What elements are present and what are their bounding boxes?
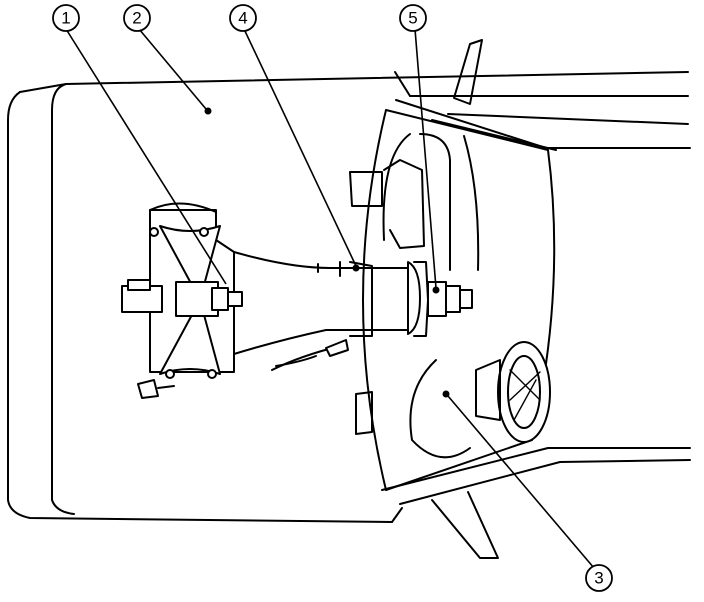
callout-3-label: 3 [594, 569, 603, 588]
transmission-yoke-1 [121, 202, 243, 399]
callout-4: 4 [229, 4, 257, 32]
callout-1: 1 [52, 4, 80, 32]
callout-4-label: 4 [238, 9, 247, 28]
flange-yoke-5 [407, 261, 473, 337]
leader-lines [65, 28, 595, 569]
callout-2-label: 2 [132, 9, 141, 28]
crossmember-upper [395, 39, 691, 151]
wheel-hub [475, 341, 551, 443]
propeller-shaft [233, 251, 411, 371]
leader-dots [204, 107, 450, 398]
callout-3: 3 [585, 564, 613, 592]
callout-5: 5 [399, 4, 427, 32]
callout-5-label: 5 [408, 9, 417, 28]
callout-1-label: 1 [61, 9, 70, 28]
callout-2: 2 [123, 4, 151, 32]
vehicle-floor-panel [7, 71, 689, 523]
crossmember-lower [381, 447, 691, 559]
